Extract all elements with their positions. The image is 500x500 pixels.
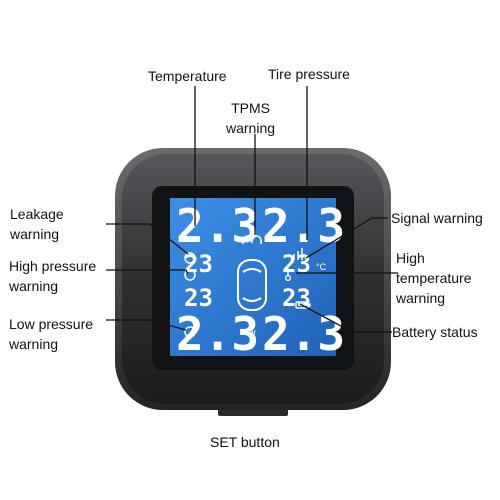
top-right-digits: 2.3: [262, 199, 345, 253]
mid-right-digits: 23: [282, 250, 311, 278]
signal-warning-label: Signal warning: [391, 208, 483, 228]
temperature-label: Temperature: [148, 66, 227, 86]
battery-status-label: Battery status: [392, 322, 478, 342]
high-temperature-warning-label: High temperature warning: [396, 248, 471, 308]
lcd-screen: 2.3 2.3 23 23 23 23 2.3 2.3 °C Bar: [170, 198, 345, 361]
bar-unit: Bar: [244, 328, 257, 337]
top-left-digits: 2.3: [176, 199, 259, 253]
leakage-warning-label: Leakage warning: [10, 204, 64, 244]
set-button-label: SET button: [210, 432, 280, 452]
low-pressure-warning-label: Low pressure warning: [9, 314, 93, 354]
bottom-right-digits: 2.3: [262, 307, 345, 361]
tpms-warning-label: TPMS warning: [226, 98, 275, 138]
tire-pressure-label: Tire pressure: [268, 64, 350, 84]
celsius-unit: °C: [316, 262, 327, 272]
high-pressure-warning-label: High pressure warning: [9, 256, 96, 296]
